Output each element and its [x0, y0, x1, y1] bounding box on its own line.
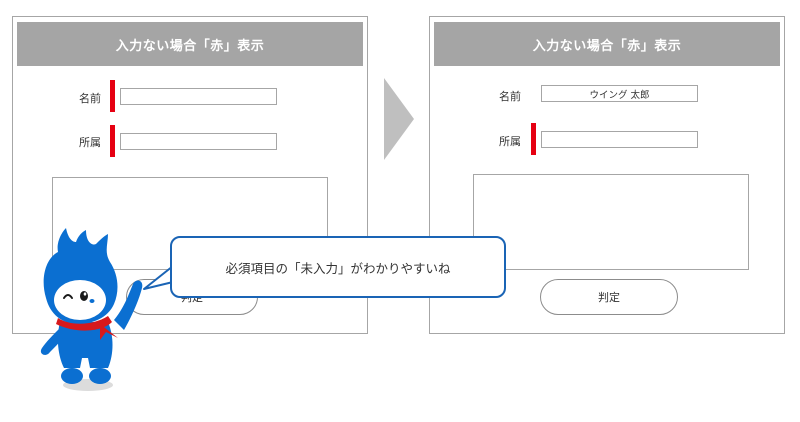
comment-textarea[interactable]: [473, 174, 749, 270]
name-input[interactable]: ウイング 太郎: [541, 85, 698, 102]
speech-bubble-text: 必須項目の「未入力」がわかりやすいね: [225, 260, 451, 276]
judge-button[interactable]: 判定: [540, 279, 678, 315]
affiliation-input[interactable]: [120, 133, 277, 150]
mascot-character-icon: [40, 228, 143, 391]
name-label: 名前: [79, 92, 101, 105]
arrow-right-icon: [384, 78, 414, 160]
speech-bubble: 必須項目の「未入力」がわかりやすいね: [170, 236, 506, 298]
panel-title: 入力ない場合「赤」表示: [17, 22, 363, 66]
name-input[interactable]: [120, 88, 277, 105]
affiliation-label: 所属: [79, 136, 101, 149]
affiliation-input[interactable]: [541, 131, 698, 148]
panel-title: 入力ない場合「赤」表示: [434, 22, 780, 66]
required-marker: [110, 80, 115, 112]
required-marker: [531, 123, 536, 155]
required-marker: [110, 125, 115, 157]
affiliation-label: 所属: [499, 135, 521, 148]
name-label: 名前: [499, 90, 521, 103]
